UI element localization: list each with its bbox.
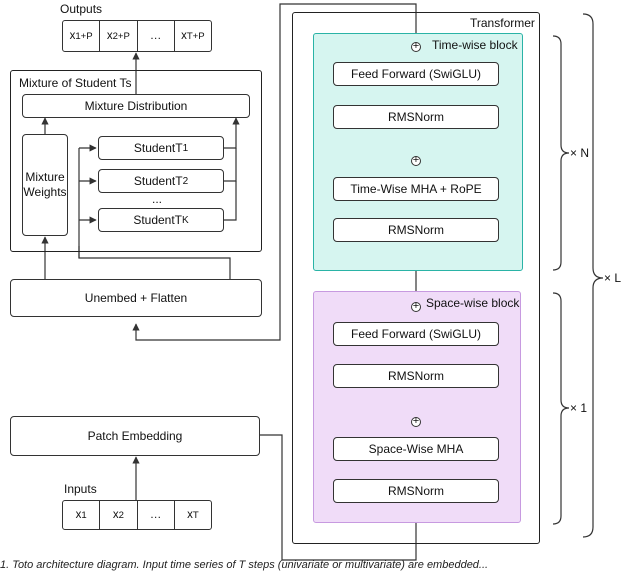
space-feed-forward-box: Feed Forward (SwiGLU): [333, 322, 499, 346]
time-block-title: Time-wise block: [432, 38, 518, 52]
space-rmsnorm-box: RMSNorm: [333, 364, 499, 388]
repeat-l-label: × L: [604, 271, 622, 285]
mixture-distribution-box: Mixture Distribution: [22, 94, 250, 118]
transformer-title: Transformer: [470, 16, 535, 30]
space-rmsnorm-box: RMSNorm: [333, 479, 499, 503]
space-block-title: Space-wise block: [426, 296, 520, 310]
time-feed-forward-box: Feed Forward (SwiGLU): [333, 62, 499, 86]
residual-add-icon: +: [411, 300, 421, 312]
figure-caption: 1. Toto architecture diagram. Input time…: [0, 559, 489, 571]
unembed-flatten-box: Unembed + Flatten: [10, 279, 262, 317]
residual-add-icon: +: [411, 40, 421, 52]
residual-add-icon: +: [411, 415, 421, 427]
repeat-1-label: × 1: [570, 401, 588, 415]
student-ellipsis: ...: [152, 192, 163, 206]
inputs-title: Inputs: [64, 482, 97, 496]
outputs-title: Outputs: [60, 2, 103, 16]
time-rmsnorm-box: RMSNorm: [333, 105, 499, 129]
mixture-weights-box: Mixture Weights: [22, 134, 68, 236]
time-mha-rope-box: Time-Wise MHA + RoPE: [333, 177, 499, 201]
transformer-frame: [292, 12, 540, 544]
time-rmsnorm-box: RMSNorm: [333, 218, 499, 242]
mixture-title: Mixture of Student Ts: [19, 76, 132, 90]
space-mha-box: Space-Wise MHA: [333, 437, 499, 461]
input-cell: …: [138, 501, 175, 529]
patch-embedding-box: Patch Embedding: [10, 416, 260, 456]
mixture-frame: [10, 70, 262, 252]
repeat-n-label: × N: [570, 146, 590, 160]
output-cell: …: [138, 21, 175, 51]
residual-add-icon: +: [411, 154, 421, 166]
